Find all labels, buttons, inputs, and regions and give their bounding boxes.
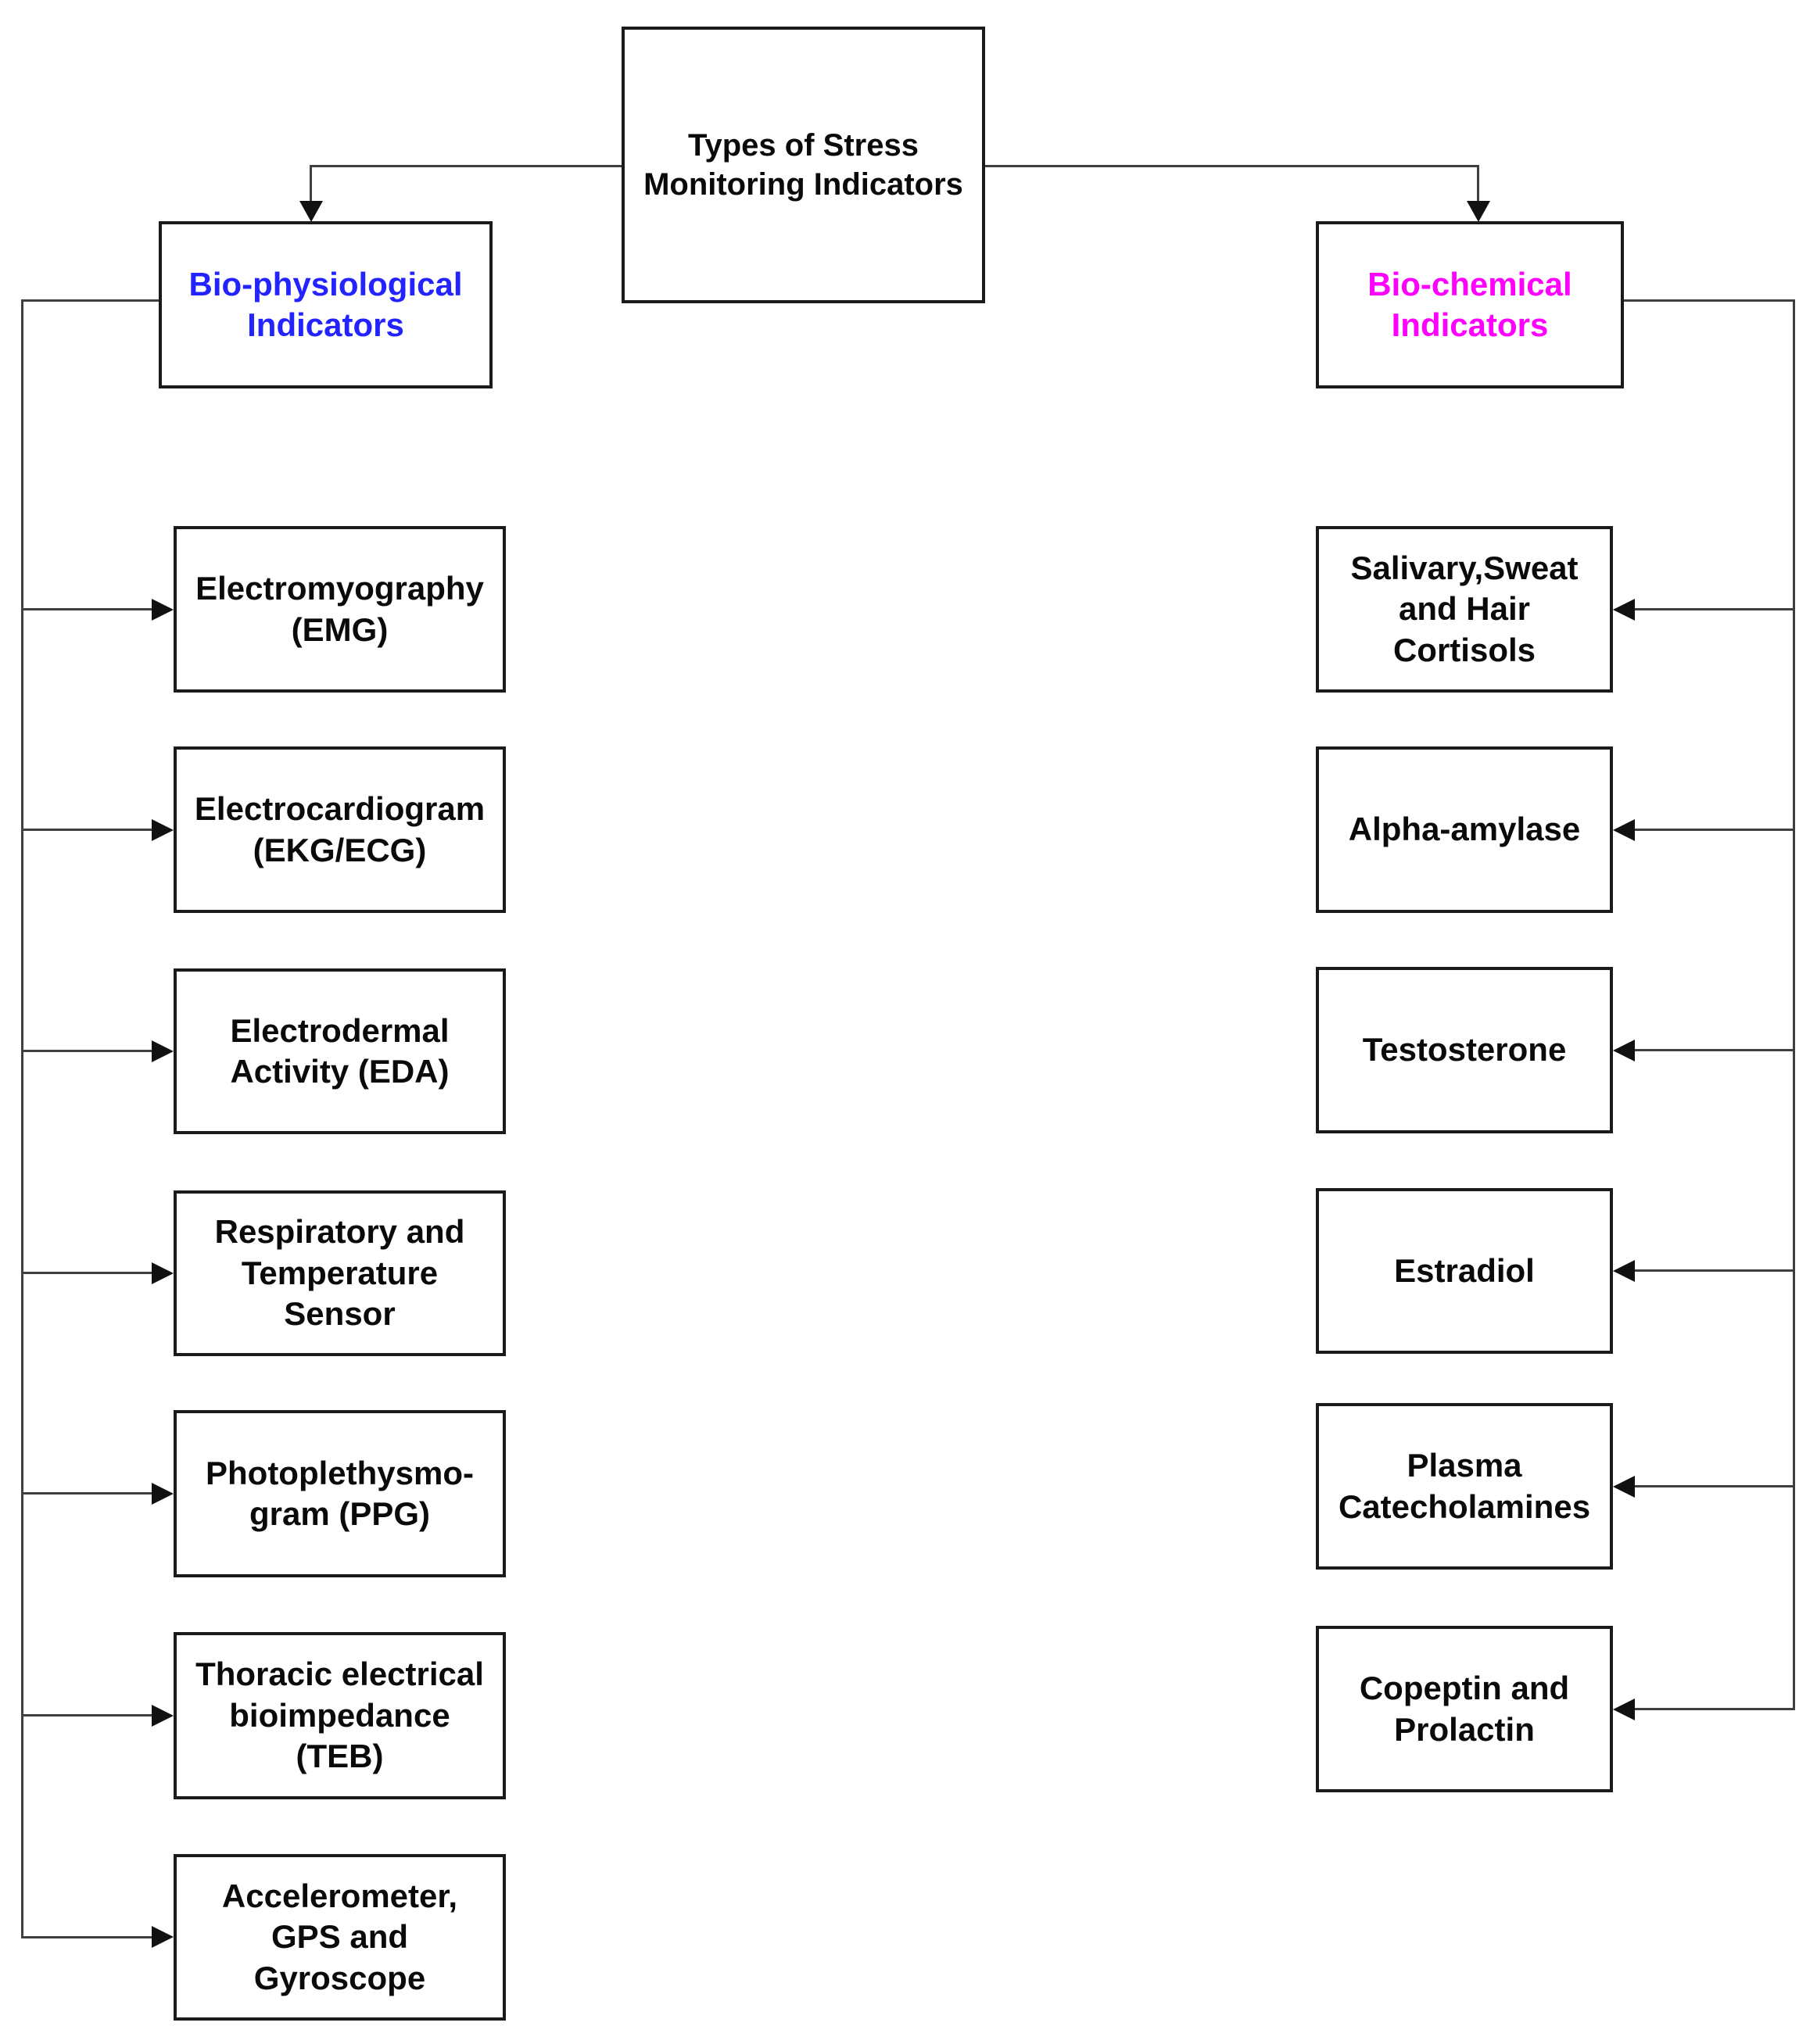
connector-line [21, 608, 152, 610]
bio-physiological-label: Bio-physiological Indicators [188, 265, 463, 344]
box-electrocardiogram: Electrocardiogram (EKG/ECG) [174, 746, 506, 913]
connector-line [1635, 1269, 1795, 1272]
arrow-left-icon [1613, 819, 1635, 841]
box-electrodermal-activity: Electrodermal Activity (EDA) [174, 968, 506, 1134]
item-label: Electrocardiogram (EKG/ECG) [194, 790, 486, 868]
connector-line [1635, 1485, 1795, 1487]
connector-line [1635, 608, 1795, 610]
item-label: Salivary,Sweat and Hair Cortisols [1350, 549, 1579, 668]
connector-line [21, 1936, 152, 1938]
arrow-left-icon [1613, 1476, 1635, 1498]
bio-physiological-header-box: Bio-physiological Indicators [159, 221, 493, 388]
connector-line [310, 165, 622, 167]
connector-line [1477, 165, 1479, 202]
arrow-right-icon [152, 1483, 174, 1505]
item-label: Testosterone [1362, 1031, 1567, 1069]
connector-line [21, 1050, 152, 1052]
arrow-down-icon [299, 201, 323, 222]
arrow-left-icon [1613, 1260, 1635, 1282]
arrow-right-icon [152, 599, 174, 621]
item-label: Thoracic electrical bioimpedance (TEB) [195, 1656, 484, 1775]
item-label: Electrodermal Activity (EDA) [230, 1011, 450, 1090]
box-estradiol: Estradiol [1316, 1188, 1613, 1354]
connector-line [21, 1714, 152, 1716]
box-copeptin-prolactin: Copeptin and Prolactin [1316, 1626, 1613, 1792]
box-electromyography: Electromyography (EMG) [174, 526, 506, 693]
connector-line [21, 299, 159, 302]
box-photoplethysmogram: Photoplethysmo- gram (PPG) [174, 1410, 506, 1577]
box-alpha-amylase: Alpha-amylase [1316, 746, 1613, 913]
page-title: Types of Stress Monitoring Indicators [643, 128, 963, 202]
arrow-right-icon [152, 1705, 174, 1727]
item-label: Copeptin and Prolactin [1359, 1670, 1570, 1748]
item-label: Electromyography (EMG) [195, 570, 484, 648]
item-label: Photoplethysmo- gram (PPG) [206, 1454, 474, 1533]
box-thoracic-electrical-bioimpedance: Thoracic electrical bioimpedance (TEB) [174, 1632, 506, 1799]
arrow-down-icon [1467, 201, 1490, 222]
connector-line [1624, 299, 1795, 302]
box-salivary-sweat-hair-cortisols: Salivary,Sweat and Hair Cortisols [1316, 526, 1613, 693]
arrow-left-icon [1613, 599, 1635, 621]
item-label: Estradiol [1394, 1251, 1535, 1289]
item-label: Respiratory and Temperature Sensor [214, 1213, 465, 1333]
connector-line [21, 1492, 152, 1495]
connector-line [21, 1272, 152, 1274]
connector-line [1635, 1049, 1795, 1051]
connector-line [1635, 829, 1795, 831]
title-box: Types of Stress Monitoring Indicators [622, 27, 985, 303]
arrow-right-icon [152, 1262, 174, 1284]
connector-line [21, 829, 152, 831]
connector-line [1793, 299, 1795, 1710]
box-respiratory-temperature-sensor: Respiratory and Temperature Sensor [174, 1190, 506, 1356]
connector-line [310, 165, 312, 202]
box-accelerometer-gps-gyroscope: Accelerometer, GPS and Gyroscope [174, 1854, 506, 2021]
arrow-left-icon [1613, 1040, 1635, 1061]
connector-line [21, 299, 23, 1938]
connector-line [1635, 1708, 1795, 1710]
bio-chemical-label: Bio-chemical Indicators [1367, 265, 1572, 344]
item-label: Plasma Catecholamines [1338, 1447, 1591, 1525]
box-plasma-catecholamines: Plasma Catecholamines [1316, 1403, 1613, 1570]
bio-chemical-header-box: Bio-chemical Indicators [1316, 221, 1624, 388]
box-testosterone: Testosterone [1316, 967, 1613, 1133]
arrow-right-icon [152, 819, 174, 841]
connector-line [985, 165, 1479, 167]
arrow-right-icon [152, 1926, 174, 1948]
item-label: Accelerometer, GPS and Gyroscope [221, 1877, 458, 1996]
item-label: Alpha-amylase [1348, 811, 1581, 848]
arrow-right-icon [152, 1040, 174, 1062]
arrow-left-icon [1613, 1699, 1635, 1720]
